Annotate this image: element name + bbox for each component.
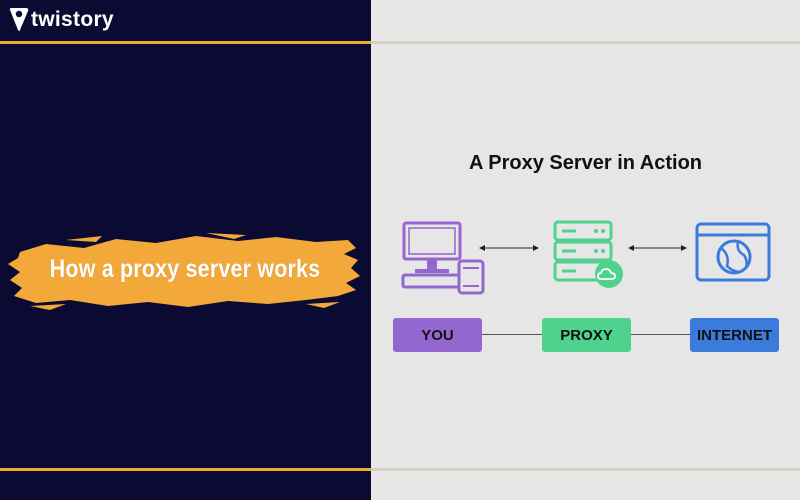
server-cloud-icon (553, 220, 623, 288)
top-orange-line (0, 41, 371, 44)
you-label-box: YOU (393, 318, 482, 352)
computer-phone-icon (401, 221, 485, 295)
brand-mark-icon (9, 8, 29, 31)
bottom-orange-line (0, 468, 371, 471)
brand-name: twistory (31, 8, 114, 31)
internet-label-box: INTERNET (690, 318, 779, 352)
right-panel (371, 0, 800, 500)
browser-globe-icon (695, 222, 771, 282)
connector-proxy-internet (631, 334, 690, 335)
arrow-you-proxy (479, 245, 539, 251)
brand-logo[interactable]: twistory (8, 7, 114, 33)
internet-label: INTERNET (697, 326, 772, 344)
top-beige-line (371, 41, 800, 44)
banner-title: How a proxy server works (49, 255, 321, 283)
brush-stroke (8, 233, 360, 310)
arrow-proxy-internet (628, 245, 687, 251)
proxy-label: PROXY (560, 326, 613, 344)
connector-you-proxy (482, 334, 542, 335)
bottom-beige-line (371, 468, 800, 471)
proxy-label-box: PROXY (542, 318, 631, 352)
diagram-title: A Proxy Server in Action (468, 152, 703, 174)
you-label: YOU (421, 326, 454, 344)
